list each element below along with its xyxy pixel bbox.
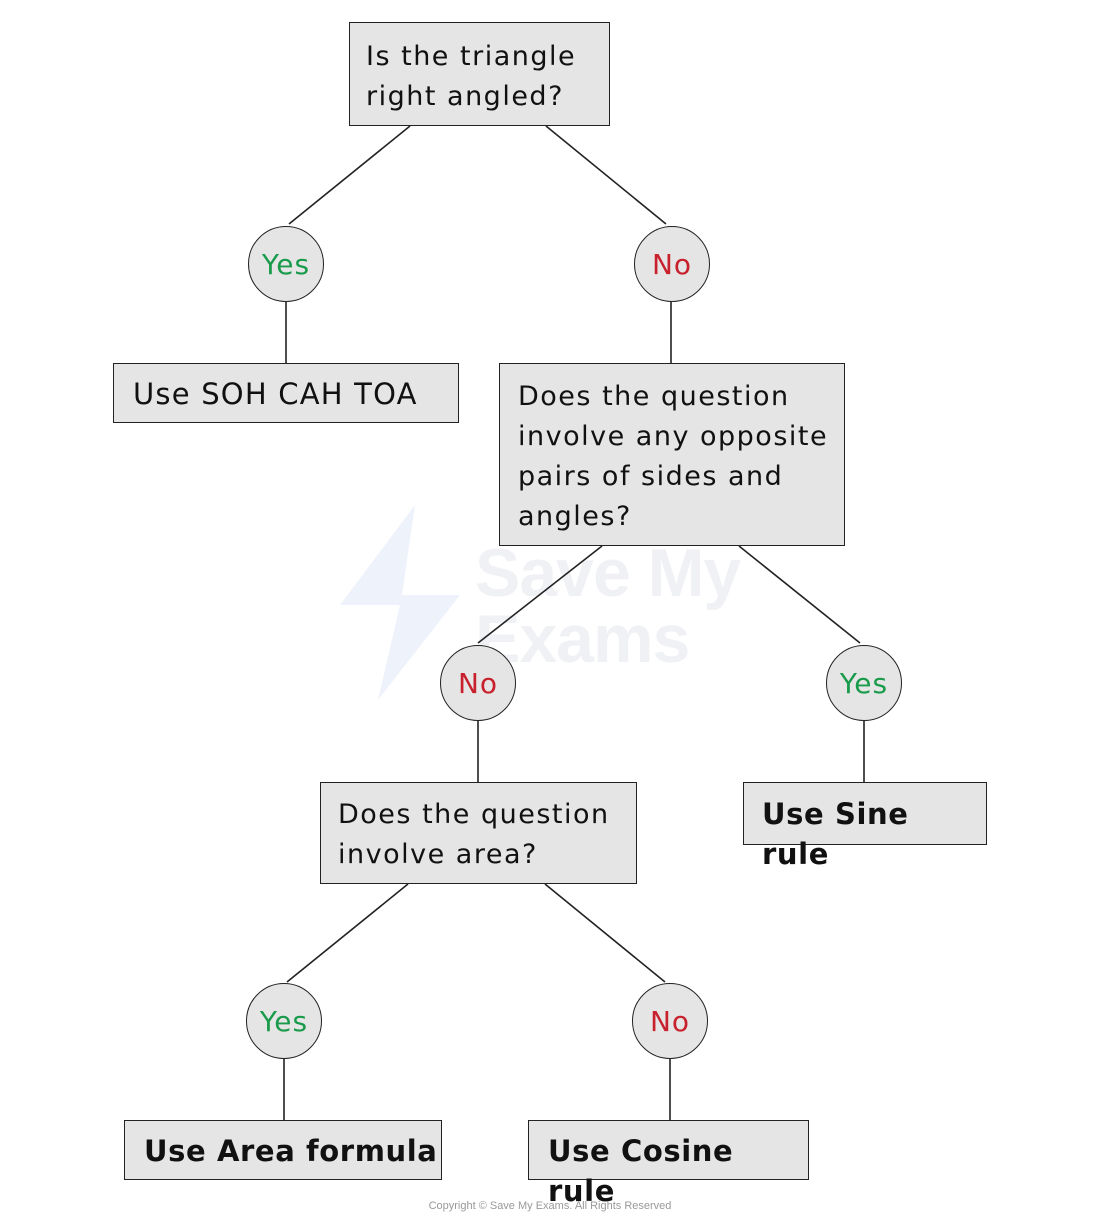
area-question-text: Does the question involve area?: [338, 799, 610, 870]
soh-cah-toa-box: Use SOH CAH TOA: [113, 363, 459, 423]
area-question-box: Does the question involve area?: [320, 782, 637, 884]
root-yes-node: Yes: [248, 226, 324, 302]
opposite-no-node: No: [440, 645, 516, 721]
cosine-rule-box: Use Cosine rule: [528, 1120, 809, 1208]
sine-rule-text: Use Sine rule: [762, 797, 909, 871]
root-question-box: Is the triangle right angled?: [349, 22, 610, 126]
area-formula-box: Use Area formula: [124, 1120, 442, 1180]
area-yes-node: Yes: [246, 983, 322, 1059]
opposite-pairs-question-text: Does the question involve any opposite p…: [518, 381, 829, 532]
root-question-text: Is the triangle right angled?: [366, 41, 577, 112]
root-no-node: No: [634, 226, 710, 302]
opposite-pairs-question-box: Does the question involve any opposite p…: [499, 363, 845, 546]
area-no-node: No: [632, 983, 708, 1059]
opposite-yes-node: Yes: [826, 645, 902, 721]
copyright-notice: Copyright © Save My Exams. All Rights Re…: [428, 1200, 672, 1212]
area-formula-text: Use Area formula: [144, 1134, 438, 1168]
soh-cah-toa-text: Use SOH CAH TOA: [133, 377, 418, 411]
cosine-rule-text: Use Cosine rule: [548, 1134, 734, 1208]
sine-rule-box: Use Sine rule: [743, 782, 987, 871]
save-my-exams-watermark-logo: [340, 505, 460, 700]
